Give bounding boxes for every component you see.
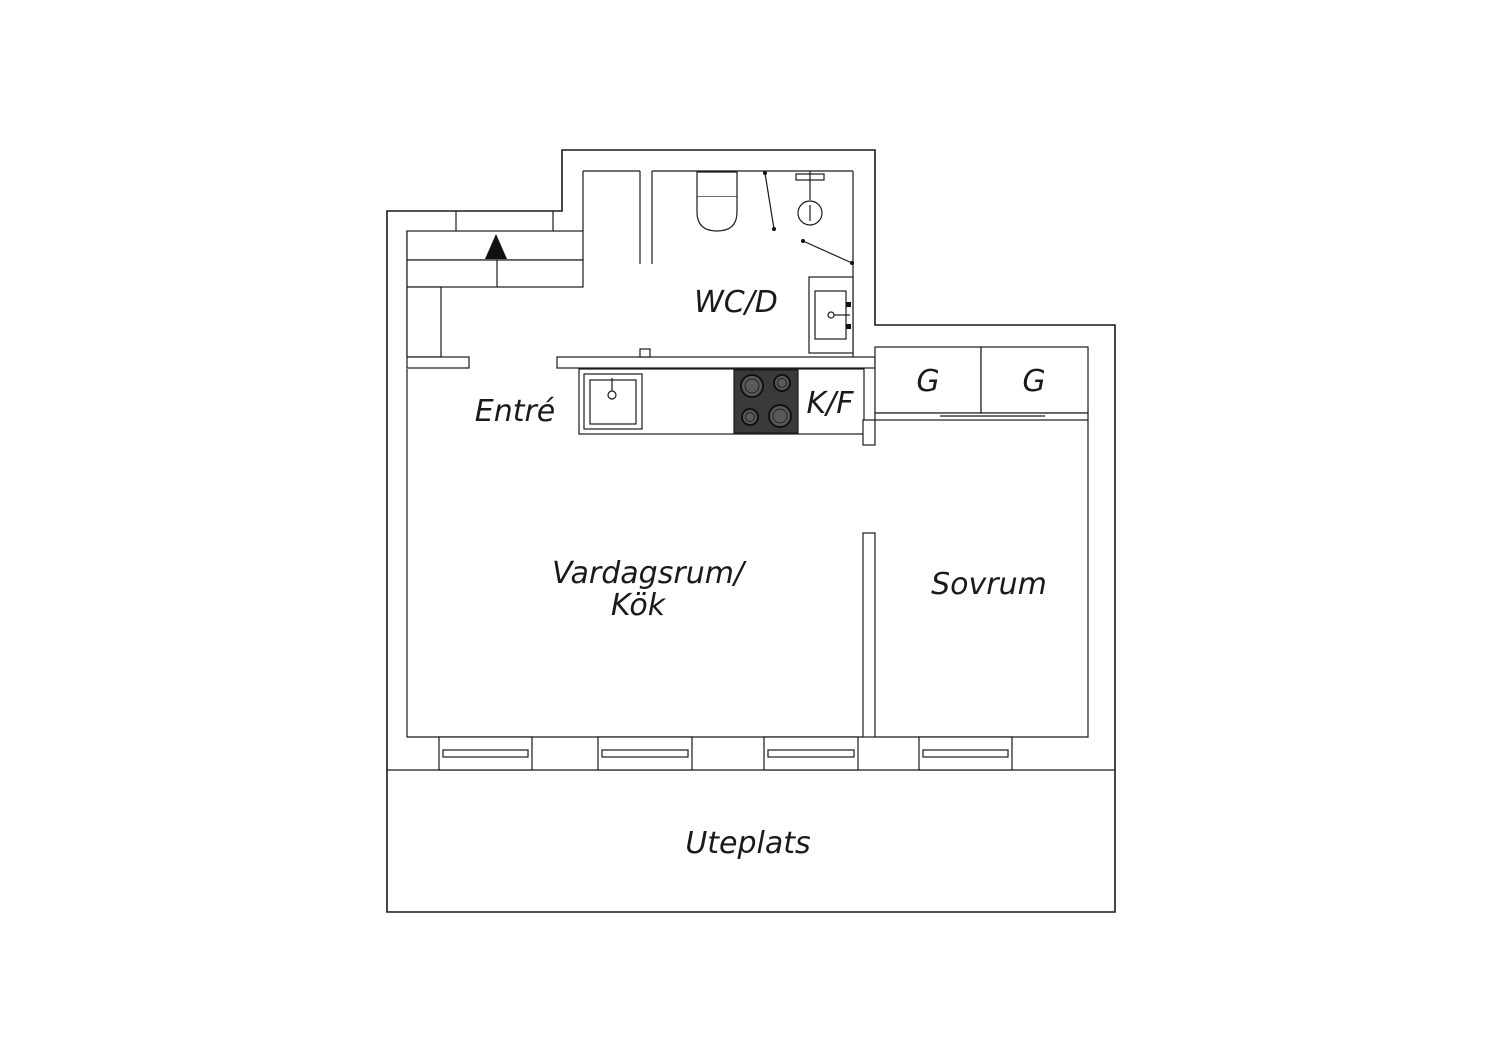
room-label-entry: Entré — [475, 394, 556, 429]
room-label-bedroom: Sovrum — [931, 567, 1047, 602]
entrance-arrow-icon — [485, 234, 507, 259]
entry-wall-stub-left — [406, 356, 470, 369]
window-1 — [438, 736, 533, 771]
kitchen-sink-icon — [583, 373, 643, 430]
window-2 — [597, 736, 693, 771]
shower-icon — [763, 171, 854, 265]
bathroom-sink-icon — [808, 276, 854, 354]
room-label-living: Vardagsrum/ — [552, 556, 747, 591]
window-4 — [918, 736, 1013, 771]
room-label-wardrobe-1: G — [916, 364, 939, 399]
stove-icon — [733, 369, 799, 434]
room-label-kitchen-closet: K/F — [806, 386, 854, 421]
window-3 — [763, 736, 859, 771]
entry-wall-stub-right — [556, 356, 876, 369]
wardrobes — [874, 346, 1089, 421]
partition-wall-top — [862, 419, 876, 446]
room-label-patio: Uteplats — [685, 826, 810, 861]
outer-wall — [386, 149, 1116, 913]
room-label-wardrobe-2: G — [1022, 364, 1045, 399]
toilet-icon — [696, 171, 738, 232]
room-label-wc: WC/D — [694, 285, 778, 320]
partition-wall-bottom — [862, 532, 876, 738]
wall-notch — [639, 348, 651, 358]
room-label-kitchen: Kök — [611, 588, 667, 623]
